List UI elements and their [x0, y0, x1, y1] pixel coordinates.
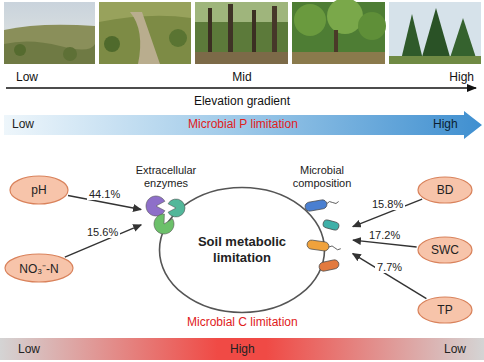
photo-shrub	[169, 29, 187, 47]
photo-ground	[389, 56, 481, 64]
axis-title: Elevation gradient	[142, 94, 342, 108]
bacterium	[306, 240, 341, 254]
microbe-group: Microbial composition	[284, 164, 360, 278]
photo-shrubs	[4, 41, 95, 64]
arrow-connector	[353, 254, 427, 299]
factor-label: BD	[437, 183, 454, 197]
percentage-label: 44.1%	[87, 188, 122, 200]
landscape-photos	[0, 0, 484, 100]
factor-oval: TP	[417, 296, 473, 324]
photo-pine	[420, 8, 452, 64]
oval-shape	[418, 297, 472, 323]
photo-shrub	[63, 47, 77, 61]
band-end-label: Low	[444, 342, 466, 356]
factor-oval: pH	[9, 175, 69, 205]
band-end-label: Low	[12, 117, 34, 131]
photo-ground	[195, 52, 288, 64]
photo-gully	[130, 12, 160, 64]
arrow-connector	[65, 225, 141, 257]
photo-ground	[292, 52, 385, 64]
axis-tick-label: High	[430, 70, 474, 84]
band-mid-label: High	[230, 342, 255, 356]
factor-label: NO₃⁻-N	[19, 260, 59, 277]
ellipse-shape	[160, 188, 325, 313]
photo	[4, 2, 95, 64]
enzyme-shape	[168, 199, 185, 217]
photo-tree	[294, 4, 326, 36]
photo-tree	[358, 12, 386, 40]
factor-oval: NO₃⁻-N	[4, 253, 74, 283]
band-end-label: High	[433, 117, 458, 131]
photo-shrub	[14, 44, 26, 56]
bacterium	[318, 259, 339, 272]
photo-tree	[327, 0, 363, 34]
bacterium	[304, 197, 339, 212]
band-title: Microbial P limitation	[188, 117, 298, 131]
oval-shape	[418, 177, 472, 203]
factor-oval: SWC	[417, 236, 473, 264]
gradient-band-node: Low Microbial P limitation High	[4, 111, 482, 139]
percentage-label: 17.2%	[367, 229, 402, 241]
oval-shape	[10, 176, 68, 204]
axis-tick-label: Low	[16, 70, 56, 84]
gradient-band-node: Microbial C limitationLow High Low	[0, 314, 484, 362]
elevation-arrow	[6, 87, 476, 89]
oval-shape	[418, 237, 472, 263]
enzyme-group: Extracellular enzymes	[128, 164, 204, 236]
oval-shape	[5, 254, 73, 282]
band-shape	[0, 338, 484, 360]
enzyme-shape	[146, 196, 165, 216]
factor-label: TP	[437, 303, 452, 317]
photo-slope	[99, 2, 191, 22]
percentage-label: 15.6%	[85, 226, 120, 238]
group-heading: Microbial composition	[284, 164, 360, 189]
band-end-label: Low	[18, 342, 40, 356]
band-title: Microbial C limitation	[187, 315, 298, 329]
microbe-icon	[301, 197, 351, 277]
photo-shrub	[104, 36, 120, 52]
photo	[389, 2, 481, 64]
percentage-label: 15.8%	[370, 198, 405, 210]
enzyme-icon	[143, 193, 189, 235]
factor-oval: BD	[417, 176, 473, 204]
photo	[99, 2, 191, 64]
band-arrow	[4, 111, 482, 139]
group-heading: Extracellular enzymes	[128, 164, 204, 189]
arrow-connector	[353, 240, 417, 247]
factor-label: SWC	[431, 243, 459, 257]
bacterium	[322, 219, 340, 231]
photo	[195, 2, 288, 64]
photo-hill	[4, 25, 95, 64]
factor-label: pH	[31, 183, 46, 197]
center-title: Soil metabolic limitation	[192, 234, 292, 267]
percentage-label: 7.7%	[375, 261, 404, 273]
axis-tick-label: Mid	[222, 70, 262, 84]
